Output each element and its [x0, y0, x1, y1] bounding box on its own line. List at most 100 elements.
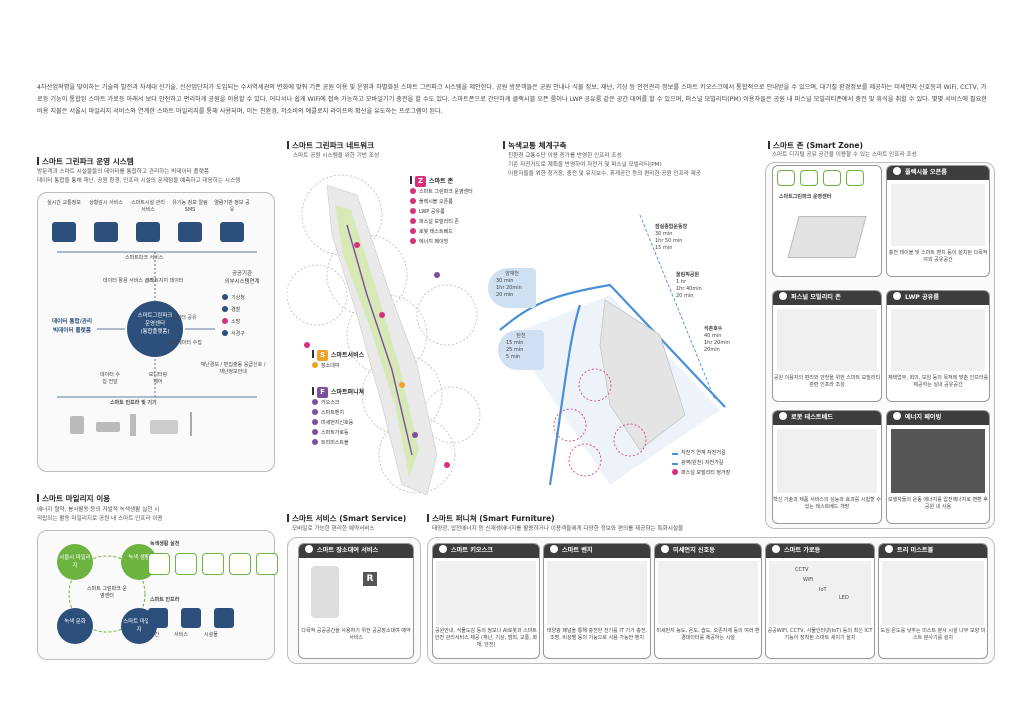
- station-yangjae: 양재천 30 min 1hr 20min 20 min: [488, 268, 536, 308]
- openroom-icon: [893, 167, 901, 175]
- service-s-icon: S: [317, 350, 328, 361]
- lwp-illustration: [891, 309, 985, 371]
- cctv-green-icon: [800, 170, 819, 186]
- transit-legend: 자전거 연계 자전거길 광역(원천) 자전거길 퍼스널 모빌리티 정거장: [672, 448, 752, 478]
- station-1-t2: 25 min: [506, 347, 524, 353]
- car-icon: [52, 222, 76, 242]
- openroom-desc: 충전 테이블 및 스마트 벤치 등이 설치된 다목적 야외 공유공간: [888, 250, 988, 263]
- station-1-t3: 5 min: [506, 354, 521, 360]
- service-label-3: 유기농 정보 알림SMS: [172, 200, 208, 213]
- furniture-title: 스마트 퍼니쳐 (Smart Furniture): [427, 513, 555, 524]
- operation-title: 스마트 그린파크 운영 시스템: [37, 156, 134, 167]
- kiosk-title: 스마트 키오스크: [451, 547, 494, 554]
- mileage-center: 스마트 그린파크 운영센터: [87, 586, 127, 599]
- space-icon: [148, 608, 168, 628]
- infra-item-2: 시설물: [204, 632, 218, 638]
- furn-item-3-dot: [312, 429, 318, 435]
- station-3-t1: 1 hr: [676, 279, 686, 285]
- network-title: 스마트 그린파크 네트워크: [287, 140, 374, 151]
- lwp-card: LWP 공유룸 재택업무, 회의, 모임 등의 목적에 맞춘 인프라를 제공하는…: [886, 290, 990, 402]
- phone-icon: [311, 566, 339, 618]
- station-3-name: 올림픽공원: [676, 272, 700, 278]
- lamp-label-3: LED: [839, 595, 849, 601]
- r-sign: R: [363, 572, 377, 586]
- pm-icon: [779, 292, 787, 300]
- practice-icons: [148, 553, 279, 579]
- station-0-t1: 30 min: [496, 278, 514, 284]
- signal-icon: [130, 414, 136, 436]
- pm-illustration: [777, 309, 877, 371]
- car-green-icon: [777, 170, 795, 186]
- operation-sub1: 방문객과 스마트 시설물들의 데이터를 통합하고 관리하는 빅데이터 플랫폼: [37, 169, 209, 175]
- agency-0-icon: [222, 294, 228, 300]
- station-4-t1: 40 min: [704, 333, 722, 339]
- mileage-node-2: 스마트 마일리지: [123, 619, 155, 633]
- service-item-0-dot: [312, 362, 318, 368]
- robot-illustration: [777, 429, 877, 493]
- zone-item-5-dot: [410, 238, 416, 244]
- book-icon: [220, 222, 244, 242]
- zone-item-1-dot: [410, 198, 416, 204]
- mileage-cycle: [57, 544, 157, 644]
- openroom-illustration: [891, 184, 985, 246]
- mist-illustration: [882, 561, 984, 625]
- furn-legend-item-4: 트리미스트볼: [321, 440, 349, 446]
- bench-card-icon: [550, 545, 558, 553]
- lamp-label-0: CCTV: [795, 567, 809, 573]
- battery-icon: [136, 222, 160, 242]
- infra-label: 스마트 인프라 및 기기: [110, 400, 157, 406]
- pm-card: 퍼스널 모빌리티 존 공원 이용자의 편리와 안전을 위한 스마트 모빌리티 관…: [772, 290, 882, 402]
- lwp-title: LWP 공유룸: [905, 294, 940, 301]
- furniture-sub: 태양광, 압전에너지 등 신재생에너지를 활용하거나 이용객들에게 다양한 정보…: [432, 526, 684, 532]
- left-label1: 데이터 통합/관리: [51, 319, 92, 325]
- center-icons-row: [773, 166, 881, 194]
- data-ops2: 스마트지지 데이터: [145, 278, 184, 284]
- zone-z-icon: Z: [415, 176, 426, 187]
- transit-legend-2: 퍼스널 모빌리티 정거장: [681, 470, 731, 476]
- legend-pm-icon: [672, 469, 678, 475]
- station-0-t2: 1hr 20min: [496, 285, 522, 291]
- data-share-label: 데이터 공유: [172, 315, 197, 321]
- energy-card: 에너지 페이빙 보행자들의 운동 에너지를 압전에너지로 변환 후 공원 내 사…: [886, 410, 990, 524]
- lwp-desc: 재택업무, 회의, 모임 등의 목적에 맞춘 인프라를 제공하는 실내 공유공간: [887, 375, 989, 388]
- operation-connectors: [57, 251, 257, 398]
- mileage-node-1: 녹색 생활: [128, 555, 150, 561]
- infra-use-icons: [148, 608, 235, 632]
- mileage-node-0: 서울시 마일리지: [59, 555, 91, 569]
- bench-card: 스마트 벤치 태양광 패널을 통해 충전한 전기를 IT 기기 충전, 조명, …: [543, 543, 651, 659]
- mileage-title: 스마트 마일리지 이용: [37, 493, 110, 504]
- kiosk-illustration: [436, 561, 536, 625]
- facility-icon: [214, 608, 235, 628]
- lamp-label-2: IoT: [819, 587, 827, 593]
- infra-item-1: 서비스: [174, 632, 188, 638]
- lamp-card: 스마트 가로등 CCTV WiFi IoT LED 공공WiFi, CCTV, …: [765, 543, 875, 659]
- data-ops1: 데이터 활용 서비스 관리: [103, 278, 154, 284]
- service-label-0: 실시간 교통정보: [47, 200, 81, 206]
- furn-item-0-dot: [312, 399, 318, 405]
- lwp-icon: [893, 292, 901, 300]
- station-2-t2: 1hr 50 min: [655, 238, 683, 244]
- openroom-card: 플렉시블 오픈룸 충전 테이블 및 스마트 벤치 등이 설치된 다목적 야외 공…: [886, 165, 990, 277]
- furn-legend-item-1: 스마트벤치: [321, 410, 345, 416]
- furn-item-4-dot: [312, 439, 318, 445]
- public-title2: 외부시스템연계: [224, 279, 260, 285]
- robot-card: 로봇 테스트베드 혁신 기술과 제품 서비스의 성능과 효과를 시험할 수 있는…: [772, 410, 882, 524]
- station-2-name: 잠실종합운동장: [655, 224, 688, 230]
- service-title: 스마트 서비스 (Smart Service): [287, 513, 406, 524]
- collect-label: 데이터 수집 전달: [100, 372, 120, 385]
- cctv-icon: [94, 222, 118, 242]
- battery-green-icon: [823, 170, 842, 186]
- furniture-f-icon: F: [317, 387, 328, 398]
- infra-devices-row: [70, 412, 220, 438]
- intro-paragraph: 4차산업혁명을 맞이하는 기술의 발전과 자세대 신기술, 신산업단지가 도입되…: [37, 84, 987, 115]
- transit-title: 녹색교통 체계구축: [503, 140, 567, 151]
- service-label-4: 열람기판 정보 공유: [214, 200, 250, 213]
- dust-illustration: [658, 561, 758, 625]
- robot-icon: [779, 412, 787, 420]
- energy-icon: [893, 412, 901, 420]
- station-3-t3: 20 min: [676, 293, 694, 299]
- transit-legend-1: 광역(원천) 자전거길: [681, 460, 724, 466]
- openroom-title: 플렉시블 오픈룸: [905, 169, 948, 176]
